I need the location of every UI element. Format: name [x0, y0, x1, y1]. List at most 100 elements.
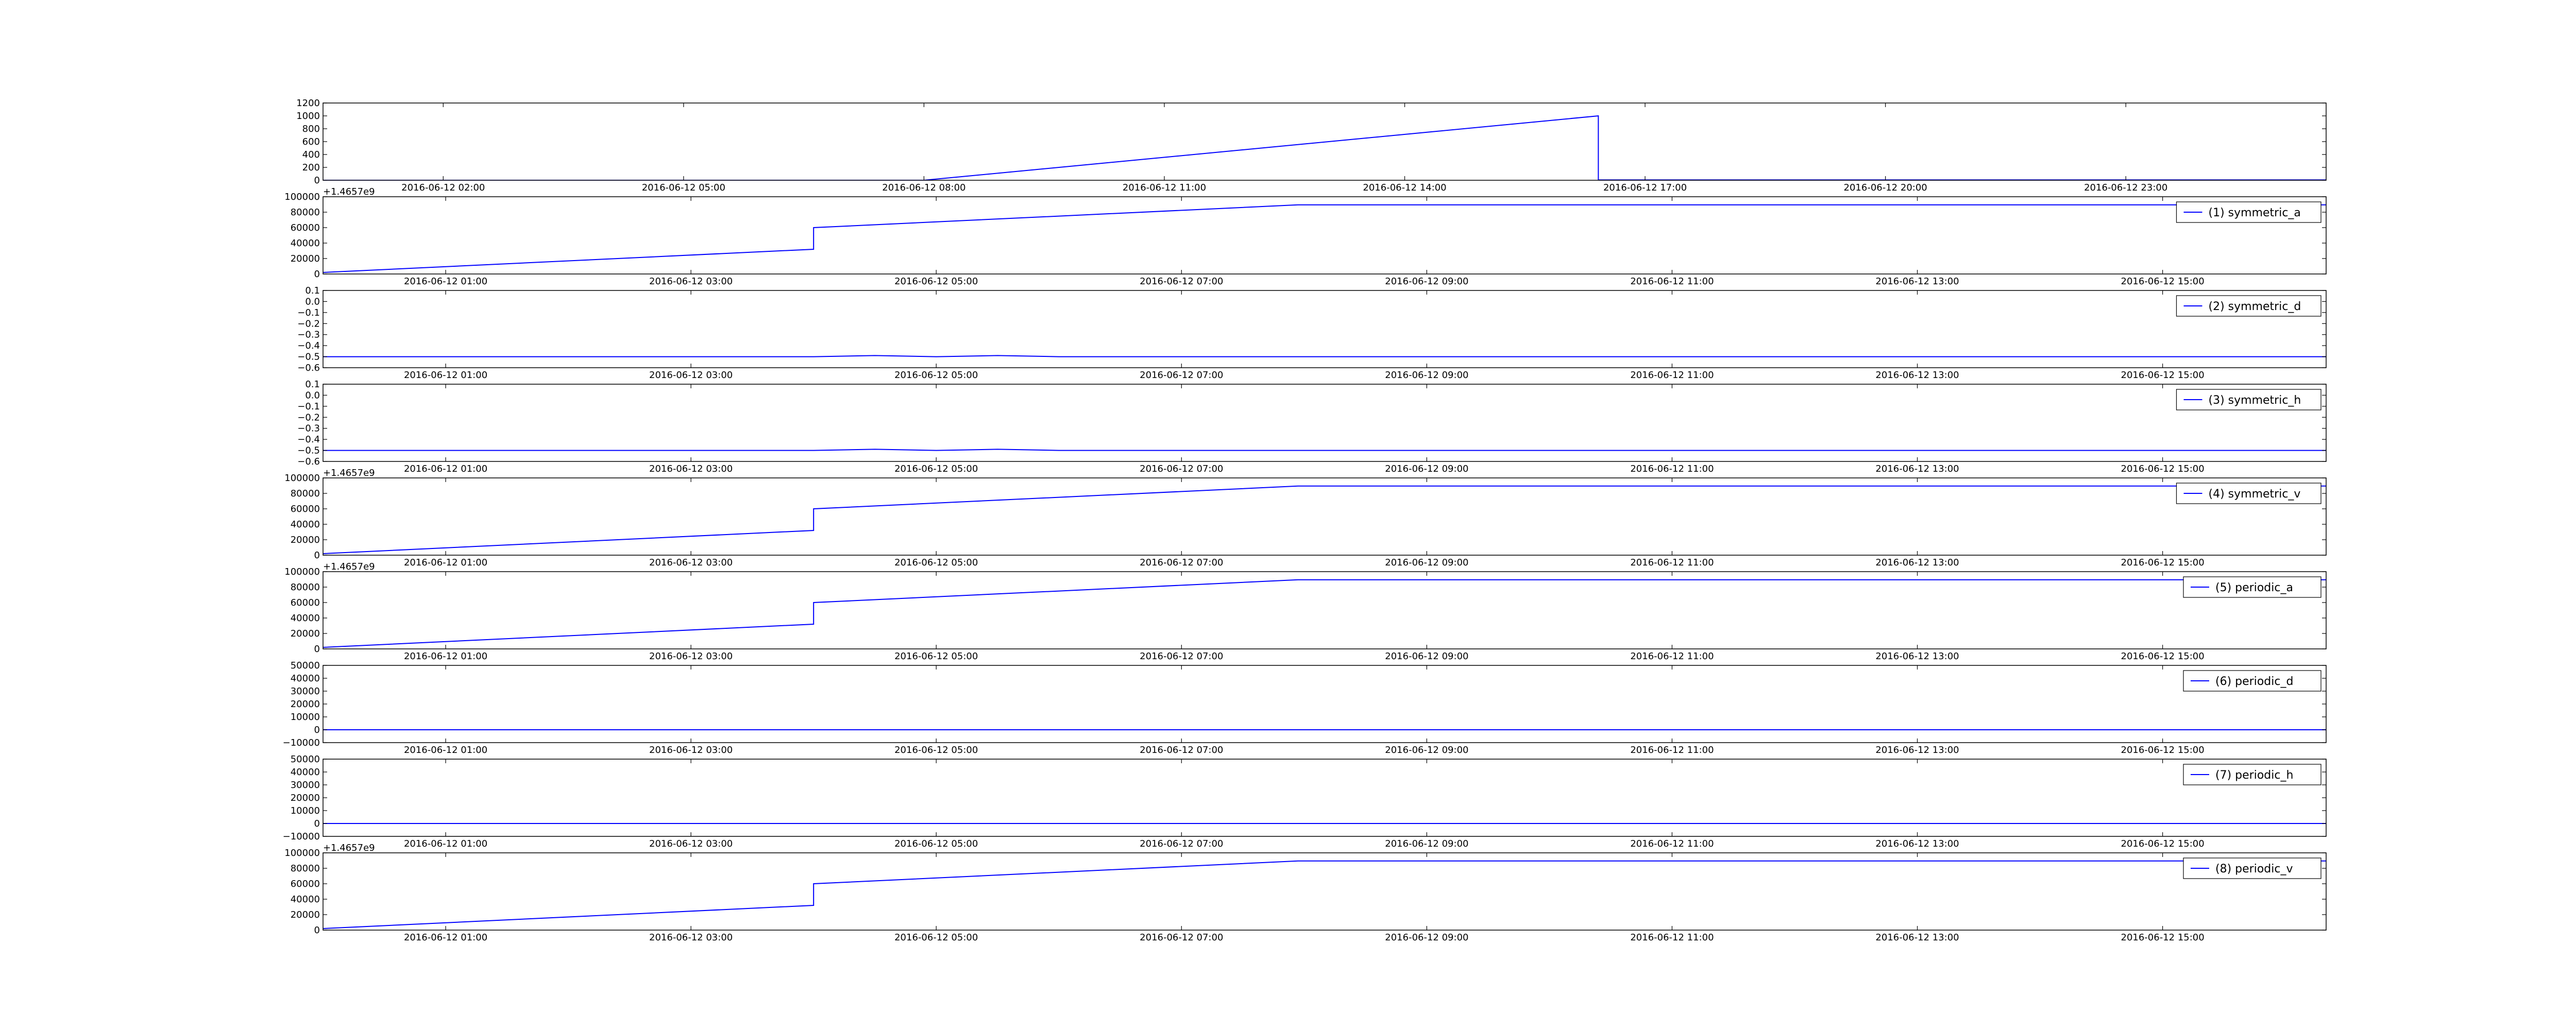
y-tick-label: 20000 — [291, 628, 320, 639]
x-tick-label: 2016-06-12 01:00 — [404, 651, 487, 662]
x-tick-label: 2016-06-12 01:00 — [404, 276, 487, 287]
x-tick-label: 2016-06-12 09:00 — [1385, 651, 1468, 662]
x-tick-label: 2016-06-12 07:00 — [1140, 557, 1223, 568]
axes-frame-3 — [323, 290, 2327, 368]
legend-3: (2) symmetric_d — [2176, 295, 2321, 317]
series-line-1-1 — [323, 115, 2326, 180]
x-tick-label: 2016-06-12 09:00 — [1385, 745, 1468, 756]
y-tick-label: 10000 — [291, 805, 320, 816]
x-tick-label: 2016-06-12 09:00 — [1385, 557, 1468, 568]
y-tick-label: 0 — [314, 550, 320, 561]
axes-frame-7 — [323, 665, 2327, 743]
legend-label: (7) periodic_h — [2215, 769, 2293, 782]
y-tick-label: 1000 — [296, 111, 320, 122]
x-tick-label: 2016-06-12 13:00 — [1875, 838, 1959, 849]
legend-5: (4) symmetric_v — [2176, 483, 2321, 504]
y-tick-label: −0.2 — [297, 412, 320, 423]
y-tick-label: 30000 — [291, 780, 320, 791]
y-tick-label: 20000 — [291, 535, 320, 545]
y-tick-label: 0 — [314, 818, 320, 829]
series-line-3-1 — [323, 355, 2326, 357]
x-tick-label: 2016-06-12 01:00 — [404, 557, 487, 568]
y-tick-label: −0.3 — [297, 330, 320, 340]
y-tick-label: 0.1 — [305, 285, 320, 296]
y-tick-label: −0.1 — [297, 401, 320, 412]
legend-label: (6) periodic_d — [2215, 675, 2293, 688]
subplot-7: −10000010000200003000040000500002016-06-… — [283, 660, 2327, 756]
x-tick-label: 2016-06-12 15:00 — [2121, 838, 2205, 849]
x-tick-label: 2016-06-12 13:00 — [1875, 651, 1959, 662]
x-tick-label: 2016-06-12 03:00 — [649, 276, 733, 287]
axes-frame-6 — [323, 571, 2327, 649]
y-tick-label: 40000 — [291, 767, 320, 778]
x-tick-label: 2016-06-12 11:00 — [1123, 182, 1206, 193]
axes-frame-9 — [323, 852, 2327, 931]
x-tick-label: 2016-06-12 15:00 — [2121, 276, 2205, 287]
x-tick-label: 2016-06-12 05:00 — [894, 370, 978, 381]
x-tick-label: 2016-06-12 11:00 — [1630, 557, 1714, 568]
x-tick-label: 2016-06-12 15:00 — [2121, 932, 2205, 943]
y-tick-label: 0 — [314, 925, 320, 936]
y-tick-label: 50000 — [291, 754, 320, 765]
x-tick-label: 2016-06-12 05:00 — [894, 557, 978, 568]
x-tick-label: 2016-06-12 11:00 — [1630, 838, 1714, 849]
y-tick-label: 100000 — [284, 848, 320, 859]
axes-frame-5 — [323, 477, 2327, 556]
x-tick-label: 2016-06-12 14:00 — [1363, 182, 1446, 193]
y-tick-label: 40000 — [291, 238, 320, 249]
y-tick-label: 0 — [314, 644, 320, 655]
x-tick-label: 2016-06-12 05:00 — [894, 651, 978, 662]
y-tick-label: 60000 — [291, 504, 320, 514]
x-tick-label: 2016-06-12 01:00 — [404, 464, 487, 474]
y-tick-label: 40000 — [291, 894, 320, 905]
x-tick-label: 2016-06-12 08:00 — [882, 182, 965, 193]
y-tick-label: 20000 — [291, 909, 320, 920]
subplot-4: −0.6−0.5−0.4−0.3−0.2−0.10.00.12016-06-12… — [297, 379, 2327, 474]
y-tick-label: 40000 — [291, 613, 320, 624]
legend-label: (1) symmetric_a — [2209, 207, 2301, 219]
x-tick-label: 2016-06-12 09:00 — [1385, 276, 1468, 287]
y-tick-label: 80000 — [291, 582, 320, 593]
x-tick-label: 2016-06-12 07:00 — [1140, 464, 1223, 474]
y-tick-label: 1200 — [296, 98, 320, 109]
x-tick-label: 2016-06-12 11:00 — [1630, 932, 1714, 943]
subplot-3: −0.6−0.5−0.4−0.3−0.2−0.10.00.12016-06-12… — [297, 285, 2327, 381]
legend-label: (5) periodic_a — [2215, 581, 2293, 594]
x-tick-label: 2016-06-12 01:00 — [404, 745, 487, 756]
x-tick-label: 2016-06-12 07:00 — [1140, 651, 1223, 662]
series-line-4-1 — [323, 449, 2326, 451]
x-tick-label: 2016-06-12 11:00 — [1630, 276, 1714, 287]
y-tick-label: 0 — [314, 725, 320, 735]
x-tick-label: 2016-06-12 13:00 — [1875, 370, 1959, 381]
x-tick-label: 2016-06-12 05:00 — [894, 838, 978, 849]
x-tick-label: 2016-06-12 09:00 — [1385, 370, 1468, 381]
x-tick-label: 2016-06-12 15:00 — [2121, 370, 2205, 381]
y-tick-label: 100000 — [284, 473, 320, 484]
offset-text: +1.4657e9 — [323, 561, 375, 572]
y-tick-label: 80000 — [291, 207, 320, 218]
y-tick-label: 20000 — [291, 793, 320, 803]
legend-label: (8) periodic_v — [2215, 863, 2293, 876]
y-tick-label: 80000 — [291, 863, 320, 874]
y-tick-label: 80000 — [291, 488, 320, 499]
offset-text: +1.4657e9 — [323, 843, 375, 853]
x-tick-label: 2016-06-12 03:00 — [649, 464, 733, 474]
x-tick-label: 2016-06-12 09:00 — [1385, 932, 1468, 943]
x-tick-label: 2016-06-12 13:00 — [1875, 745, 1959, 756]
x-tick-label: 2016-06-12 03:00 — [649, 651, 733, 662]
x-tick-label: 2016-06-12 05:00 — [894, 932, 978, 943]
y-tick-label: −0.4 — [297, 434, 320, 445]
x-tick-label: 2016-06-12 05:00 — [894, 464, 978, 474]
y-tick-label: 0 — [314, 175, 320, 186]
x-tick-label: 2016-06-12 07:00 — [1140, 276, 1223, 287]
x-tick-label: 2016-06-12 03:00 — [649, 838, 733, 849]
x-tick-label: 2016-06-12 03:00 — [649, 370, 733, 381]
y-tick-label: 30000 — [291, 686, 320, 697]
y-tick-label: −0.6 — [297, 456, 320, 467]
x-tick-label: 2016-06-12 05:00 — [642, 182, 725, 193]
legend-label: (3) symmetric_h — [2209, 394, 2301, 407]
y-tick-label: 20000 — [291, 253, 320, 264]
x-tick-label: 2016-06-12 03:00 — [649, 557, 733, 568]
x-tick-label: 2016-06-12 11:00 — [1630, 370, 1714, 381]
